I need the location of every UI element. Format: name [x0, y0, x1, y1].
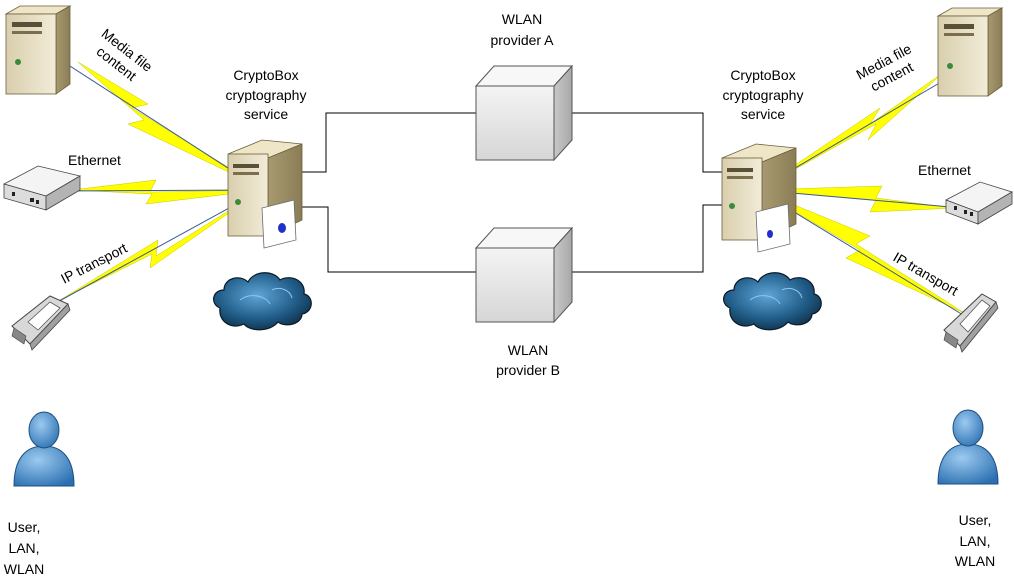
svg-text:User,: User,: [8, 519, 41, 535]
user-right-label: User, LAN, WLAN: [955, 512, 995, 569]
cryptobox-left-label: CryptoBox cryptography service: [226, 67, 307, 122]
cloud-right-icon: [723, 272, 822, 331]
link-wlan-b-to-right: [570, 204, 728, 273]
media-server-left-icon: [4, 5, 72, 95]
link-left-to-wlan-a: [300, 112, 478, 173]
cloud-left-icon: [213, 272, 312, 331]
svg-text:WLAN: WLAN: [508, 342, 548, 358]
cryptobox-right-label: CryptoBox cryptography service: [723, 67, 804, 122]
right-media-label: Media file content: [853, 40, 915, 94]
svg-text:service: service: [244, 106, 289, 122]
mobile-phone-right-icon: [943, 293, 999, 353]
link-wlan-a-to-right: [570, 112, 728, 173]
left-ethernet-label: Ethernet: [68, 152, 121, 168]
svg-text:service: service: [741, 106, 786, 122]
wlan-provider-b-box: [474, 226, 574, 324]
user-right-icon: [937, 409, 999, 485]
ethernet-device-right-icon: [945, 181, 1013, 225]
svg-text:LAN,: LAN,: [8, 540, 39, 556]
wlan-provider-a-box: [474, 64, 574, 162]
svg-text:cryptography: cryptography: [226, 87, 307, 103]
svg-text:provider B: provider B: [496, 362, 560, 378]
cryptobox-left-server-icon: [227, 139, 303, 249]
lightning-bolts-right: [757, 71, 967, 315]
wlan-provider-b-label: WLAN provider B: [496, 342, 560, 378]
svg-text:provider A: provider A: [490, 32, 554, 48]
svg-text:WLAN: WLAN: [502, 11, 542, 27]
user-left-icon: [13, 411, 75, 487]
svg-text:LAN,: LAN,: [959, 533, 990, 549]
mobile-phone-left-icon: [11, 295, 71, 351]
right-ethernet-label: Ethernet: [918, 162, 971, 178]
network-links: [300, 112, 728, 273]
ethernet-device-left-icon: [2, 165, 82, 211]
link-left-to-wlan-b: [300, 206, 478, 273]
svg-text:CryptoBox: CryptoBox: [730, 67, 795, 83]
svg-text:cryptography: cryptography: [723, 87, 804, 103]
user-left-label: User, LAN, WLAN: [4, 519, 44, 577]
cryptobox-right-server-icon: [721, 143, 797, 253]
media-server-right-icon: [936, 7, 1004, 97]
wlan-provider-a-label: WLAN provider A: [490, 11, 554, 48]
svg-text:WLAN: WLAN: [955, 553, 995, 569]
svg-text:CryptoBox: CryptoBox: [233, 67, 298, 83]
svg-text:WLAN: WLAN: [4, 561, 44, 577]
svg-text:User,: User,: [959, 512, 992, 528]
